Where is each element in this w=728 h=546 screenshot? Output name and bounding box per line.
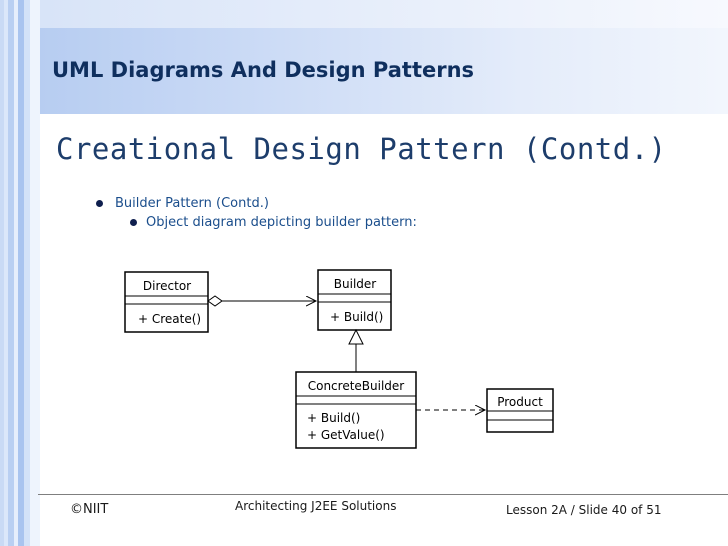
operation-getvalue: + GetValue()	[307, 428, 385, 442]
aggregation-director-builder	[207, 295, 316, 307]
footer-slide-number: Lesson 2A / Slide 40 of 51	[506, 503, 662, 517]
title-band	[40, 28, 728, 114]
bullet-dot-icon	[130, 219, 137, 226]
bullet-level-1: Builder Pattern (Contd.)	[96, 196, 269, 211]
slide-heading: Creational Design Pattern (Contd.)	[56, 132, 667, 166]
bullet-text: Object diagram depicting builder pattern…	[146, 215, 417, 230]
generalization-concrete-to-builder	[348, 328, 364, 372]
class-product: Product	[486, 388, 554, 433]
class-name-builder: Builder	[334, 277, 377, 291]
bullet-level-2: Object diagram depicting builder pattern…	[130, 215, 417, 230]
bullet-text: Builder Pattern (Contd.)	[115, 196, 269, 211]
footer-course-title: Architecting J2EE Solutions	[235, 499, 397, 513]
top-decorative-band	[40, 0, 728, 28]
footer-divider	[38, 494, 728, 495]
class-name-product: Product	[497, 395, 543, 409]
class-name-concrete-builder: ConcreteBuilder	[308, 379, 405, 393]
class-director: Director + Create()	[124, 271, 209, 333]
slide-title: UML Diagrams And Design Patterns	[52, 58, 475, 82]
class-concrete-builder: ConcreteBuilder + Build() + GetValue()	[295, 371, 417, 449]
bullet-dot-icon	[96, 200, 103, 207]
operation-create: + Create()	[138, 312, 201, 326]
class-name-director: Director	[143, 279, 191, 293]
operation-build: + Build()	[307, 411, 360, 425]
left-decorative-stripes	[0, 0, 40, 546]
footer-copyright: ©NIIT	[70, 502, 109, 517]
class-builder: Builder + Build()	[317, 269, 392, 331]
operation-build: + Build()	[330, 310, 383, 324]
